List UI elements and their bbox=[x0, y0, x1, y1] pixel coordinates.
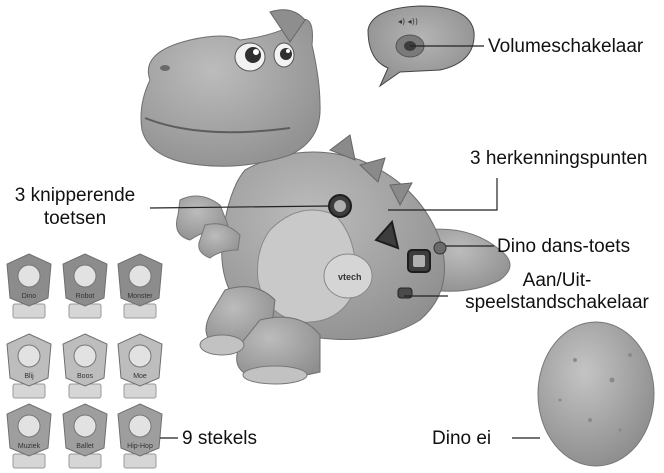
label-dance-button: Dino dans-toets bbox=[497, 236, 630, 257]
label-stickers: 9 stekels bbox=[182, 428, 257, 449]
sticker-label: Hip-Hop bbox=[127, 443, 153, 450]
sticker-card: Robot bbox=[63, 254, 107, 318]
sticker-label: Monster bbox=[127, 293, 153, 300]
sticker-label: Boos bbox=[77, 373, 93, 380]
sticker-label: Blij bbox=[24, 373, 34, 380]
dino-head bbox=[141, 19, 320, 166]
dance-button[interactable] bbox=[434, 242, 446, 254]
label-power-switch-2: speelstandschakelaar bbox=[452, 292, 662, 313]
left-foot bbox=[200, 335, 244, 355]
right-foot bbox=[243, 366, 307, 384]
label-dino-egg: Dino ei bbox=[432, 428, 491, 449]
sticker-label: Ballet bbox=[76, 443, 94, 450]
sticker-card: Blij bbox=[7, 334, 51, 398]
sticker-label: Muziek bbox=[18, 443, 41, 450]
sticker-card: Monster bbox=[118, 254, 162, 318]
label-recognition-points: 3 herkenningspunten bbox=[470, 148, 647, 169]
sticker-card: Hip-Hop bbox=[118, 404, 162, 468]
dino-egg bbox=[538, 322, 654, 466]
label-power-switch-1: Aan/Uit- bbox=[452, 270, 662, 291]
label-blinking-buttons-1: 3 knipperende bbox=[0, 185, 150, 206]
volume-low-icon: ◂) ◂)) bbox=[398, 17, 418, 26]
sticker-card: Muziek bbox=[7, 404, 51, 468]
label-blinking-buttons-2: toetsen bbox=[0, 208, 150, 229]
brand-logo: vtech bbox=[338, 272, 362, 282]
label-volume-switch: Volumeschakelaar bbox=[488, 36, 643, 57]
sticker-card: Moe bbox=[118, 334, 162, 398]
sticker-card: Ballet bbox=[63, 404, 107, 468]
nostril bbox=[160, 65, 170, 71]
sticker-label: Moe bbox=[133, 373, 147, 380]
sticker-label: Dino bbox=[22, 293, 37, 300]
sticker-label: Robot bbox=[76, 293, 95, 300]
sticker-card: Dino bbox=[7, 254, 51, 318]
sticker-card: Boos bbox=[63, 334, 107, 398]
